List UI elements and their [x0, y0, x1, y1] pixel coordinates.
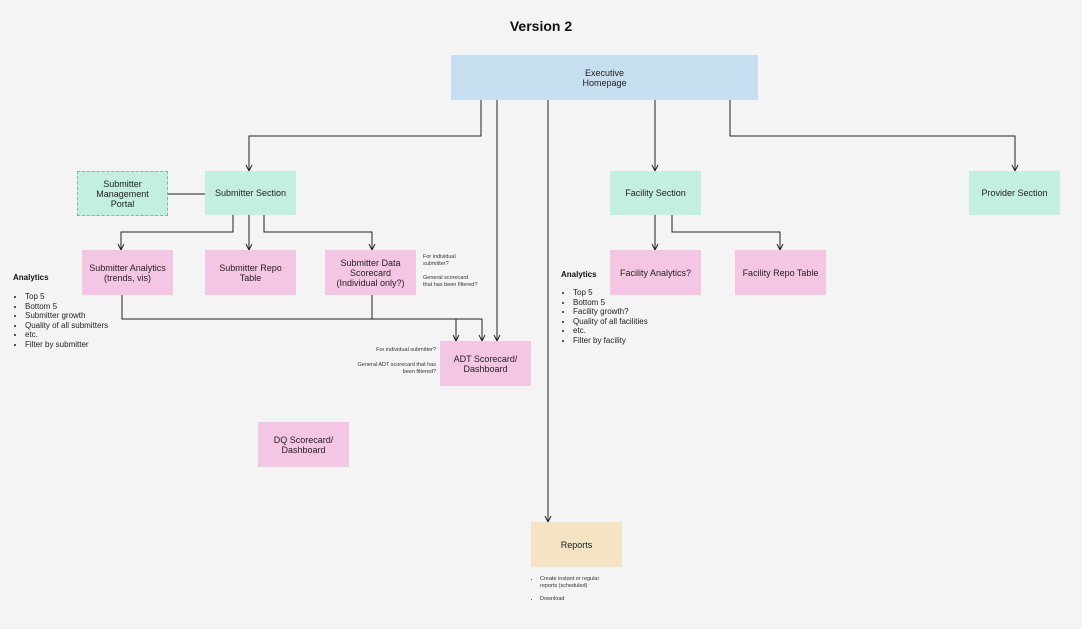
reports-node: Reports: [531, 522, 622, 567]
executive-homepage-label: Executive Homepage: [582, 67, 627, 88]
executive-homepage-node: Executive Homepage: [451, 55, 758, 100]
submitter-section-node: Submitter Section: [205, 171, 296, 215]
facility-analytics-item: Quality of all facilities: [573, 317, 648, 327]
provider-section-label: Provider Section: [981, 188, 1048, 198]
submitter-data-scorecard-node: Submitter Data Scorecard (Individual onl…: [325, 250, 416, 295]
reports-notes-list: Create instant or regular reports (sched…: [532, 576, 599, 609]
facility-repo-table-label: Facility Repo Table: [742, 267, 819, 278]
submitter-analytics-item: Top 5: [25, 292, 108, 302]
facility-analytics-label: Facility Analytics?: [619, 267, 692, 278]
connector-exec-to-submitter: [249, 100, 482, 171]
scorecard-general-note: General scorecard that has been filtered…: [423, 275, 478, 288]
adt-scorecard-label: ADT Scorecard/ Dashboard: [453, 353, 518, 374]
connector-scorecard-to-adt: [371, 295, 456, 341]
submitter-analytics-item: etc.: [25, 330, 108, 340]
connector-submitter-to-analytics: [121, 215, 234, 250]
facility-section-label: Facility Section: [625, 188, 686, 198]
submitter-repo-table-label: Submitter Repo Table: [219, 262, 282, 283]
facility-analytics-list: Top 5 Bottom 5 Facility growth? Quality …: [562, 288, 648, 345]
submitter-analytics-item: Quality of all submitters: [25, 321, 108, 331]
connector-analytics-to-adt: [121, 295, 482, 341]
adt-general-note: General ADT scorecard that has been filt…: [357, 362, 436, 375]
submitter-management-portal-label: Submitter Management Portal: [96, 178, 149, 209]
submitter-analytics-list: Top 5 Bottom 5 Submitter growth Quality …: [14, 292, 108, 349]
submitter-analytics-label: Submitter Analytics (trends, vis): [89, 262, 166, 283]
submitter-repo-table-node: Submitter Repo Table: [205, 250, 296, 295]
adt-scorecard-node: ADT Scorecard/ Dashboard: [440, 341, 531, 386]
reports-note-item: Create instant or regular reports (sched…: [540, 576, 599, 590]
facility-analytics-heading: Analytics: [561, 270, 597, 279]
submitter-analytics-node: Submitter Analytics (trends, vis): [82, 250, 173, 295]
facility-analytics-item: Facility growth?: [573, 307, 648, 317]
facility-analytics-item: Top 5: [573, 288, 648, 298]
facility-analytics-node: Facility Analytics?: [610, 250, 701, 295]
diagram-title: Version 2: [509, 18, 573, 34]
submitter-analytics-heading: Analytics: [13, 273, 49, 282]
submitter-management-portal-node: Submitter Management Portal: [77, 171, 168, 216]
facility-analytics-item: etc.: [573, 326, 648, 336]
adt-individual-note: For individual submitter?: [376, 347, 436, 353]
submitter-analytics-item: Filter by submitter: [25, 340, 108, 350]
submitter-analytics-item: Bottom 5: [25, 302, 108, 312]
provider-section-node: Provider Section: [969, 171, 1060, 215]
submitter-analytics-item: Submitter growth: [25, 311, 108, 321]
scorecard-individual-note: For individual submitter?: [423, 254, 456, 267]
submitter-data-scorecard-label: Submitter Data Scorecard (Individual onl…: [336, 257, 405, 288]
connector-facility-to-repo: [671, 215, 780, 250]
reports-note-item: Download: [540, 596, 599, 603]
facility-analytics-item: Filter by facility: [573, 336, 648, 346]
facility-analytics-item: Bottom 5: [573, 298, 648, 308]
facility-section-node: Facility Section: [610, 171, 701, 215]
dq-scorecard-node: DQ Scorecard/ Dashboard: [258, 422, 349, 467]
facility-repo-table-node: Facility Repo Table: [735, 250, 826, 295]
submitter-section-label: Submitter Section: [214, 188, 287, 198]
dq-scorecard-label: DQ Scorecard/ Dashboard: [273, 434, 334, 455]
reports-label: Reports: [560, 539, 593, 550]
connector-submitter-to-scorecard: [263, 215, 372, 250]
connector-exec-to-provider: [729, 100, 1015, 171]
